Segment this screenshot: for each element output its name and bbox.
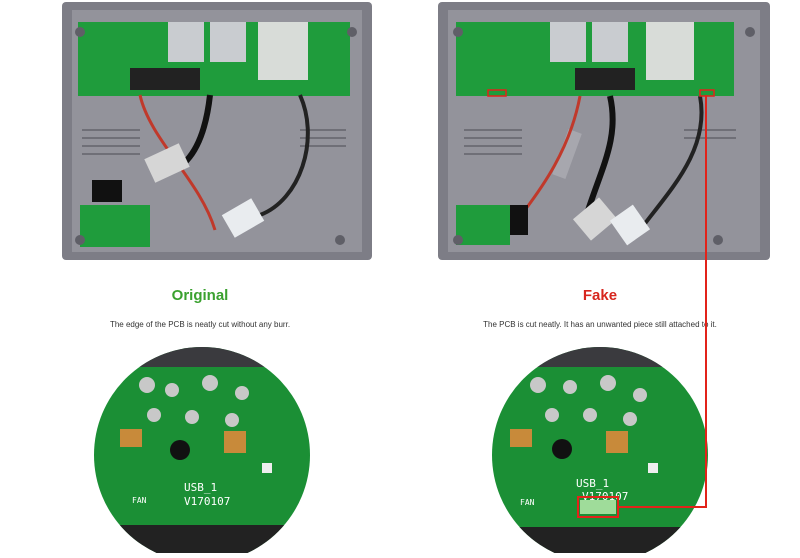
original-case-photo	[0, 0, 400, 280]
original-pcb-closeup: USB_1 V170107 FAN	[92, 345, 312, 558]
original-date-code: V170107	[184, 495, 230, 508]
original-fan-label: FAN	[132, 496, 147, 505]
fake-pcb-closeup: USB_1 V170107 FAN	[490, 345, 710, 558]
fake-caption: The PCB is cut neatly. It has an unwante…	[483, 320, 717, 329]
fake-fan-label: FAN	[520, 498, 535, 507]
fake-usb-label: USB_1	[576, 477, 609, 490]
original-caption: The edge of the PCB is neatly cut withou…	[109, 320, 291, 329]
fake-case-photo	[400, 0, 800, 280]
fake-heading: Fake	[582, 287, 618, 304]
original-usb-label: USB_1	[184, 481, 217, 494]
original-heading: Original	[171, 287, 229, 304]
